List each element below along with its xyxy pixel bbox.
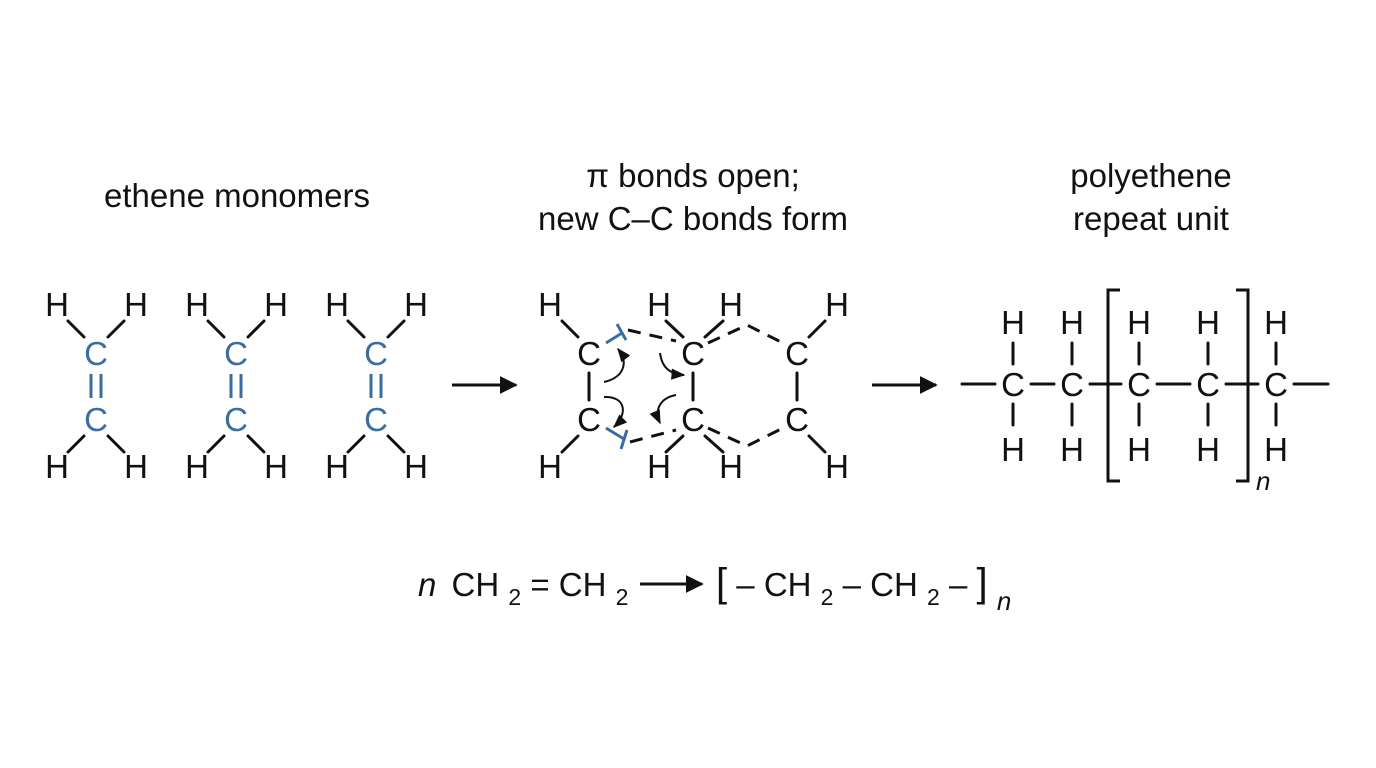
hydrogen-atom: H <box>1127 431 1151 468</box>
heading-monomers: ethene monomers <box>104 177 370 214</box>
heading-mechanism-line2: new C–C bonds form <box>538 200 848 237</box>
hydrogen-atom: H <box>45 286 69 323</box>
carbon-atom: C <box>1196 366 1220 403</box>
hydrogen-atom: H <box>124 448 148 485</box>
equation-monomer-ch: CH <box>559 566 607 603</box>
ethene-monomer-2: H H C C H H <box>185 286 288 485</box>
equation-double-bond: = <box>530 566 549 603</box>
hydrogen-atom: H <box>124 286 148 323</box>
heading-mechanism-line1: π bonds open; <box>586 157 800 194</box>
ethene-monomer-3: H H C C H H <box>325 286 428 485</box>
breaking-pi-bond-bottom <box>605 426 677 450</box>
hydrogen-atom: H <box>1264 304 1288 341</box>
carbon-atom: C <box>364 401 388 438</box>
hydrogen-atom: H <box>325 448 349 485</box>
hydrogen-atom: H <box>1264 431 1288 468</box>
overall-equation: n CH 2 = CH 2 [ – CH 2 – CH 2 – ] n <box>418 561 1011 616</box>
carbon-atom: C <box>1264 366 1288 403</box>
hydrogen-atom: H <box>1060 304 1084 341</box>
repeat-subscript-n: n <box>1256 466 1270 496</box>
equation-coefficient: n <box>418 566 436 603</box>
heading-product-line2: repeat unit <box>1073 200 1229 237</box>
polyethene-structure: C C C C C H H H H H H H H H H <box>960 288 1330 496</box>
hydrogen-atom: H <box>647 286 671 323</box>
equation-subscript: 2 <box>616 584 629 610</box>
hydrogen-atom: H <box>325 286 349 323</box>
equation-bond: – <box>736 566 755 603</box>
hydrogen-atom: H <box>538 448 562 485</box>
carbon-atom: C <box>785 335 809 372</box>
repeat-unit-bracket-right <box>1236 288 1250 483</box>
forming-bond <box>707 426 784 448</box>
carbon-atom: C <box>681 335 705 372</box>
electron-arrow <box>659 352 686 380</box>
hydrogen-atom: H <box>404 286 428 323</box>
carbon-atom: C <box>84 401 108 438</box>
carbon-atom: C <box>577 401 601 438</box>
electron-arrow <box>603 395 628 428</box>
equation-subscript: 2 <box>927 584 940 610</box>
hydrogen-atom: H <box>264 448 288 485</box>
carbon-atom: C <box>785 401 809 438</box>
hydrogen-atom: H <box>1060 431 1084 468</box>
carbon-atom: C <box>577 335 601 372</box>
electron-arrow <box>649 394 677 425</box>
equation-subscript: 2 <box>508 584 521 610</box>
hydrogen-atom: H <box>45 448 69 485</box>
carbon-atom: C <box>84 335 108 372</box>
carbon-atom: C <box>364 335 388 372</box>
carbon-atom: C <box>1001 366 1025 403</box>
carbon-atom: C <box>681 401 705 438</box>
hydrogen-atom: H <box>185 448 209 485</box>
equation-bond: – <box>843 566 862 603</box>
hydrogen-atom: H <box>1196 431 1220 468</box>
heading-product-line1: polyethene <box>1070 157 1231 194</box>
ethene-monomer-1: H H C C H H <box>45 286 148 485</box>
mechanism-structure: H C C H H H C C H H H C C H <box>538 286 849 485</box>
hydrogen-atom: H <box>719 286 743 323</box>
hydrogen-atom: H <box>264 286 288 323</box>
hydrogen-atom: H <box>719 448 743 485</box>
hydrogen-atom: H <box>1001 431 1025 468</box>
equation-bracket-close: ] <box>977 561 988 605</box>
carbon-atom: C <box>224 335 248 372</box>
hydrogen-atom: H <box>825 286 849 323</box>
equation-bond: – <box>949 566 968 603</box>
hydrogen-atom: H <box>1196 304 1220 341</box>
hydrogen-atom: H <box>404 448 428 485</box>
equation-product: [ – CH 2 – CH 2 – ] n <box>716 561 1011 616</box>
breaking-pi-bond-top <box>605 323 677 345</box>
hydrogen-atom: H <box>647 448 671 485</box>
equation-subscript-n: n <box>997 586 1011 616</box>
equation-monomer-ch: CH <box>452 566 500 603</box>
equation-polymer-ch: CH <box>870 566 918 603</box>
repeat-unit-bracket-left <box>1106 288 1120 483</box>
hydrogen-atom: H <box>1001 304 1025 341</box>
equation-reactant: n CH 2 = CH 2 <box>418 566 628 612</box>
hydrogen-atom: H <box>538 286 562 323</box>
equation-bracket-open: [ <box>716 561 727 605</box>
carbon-atom: C <box>1060 366 1084 403</box>
equation-polymer-ch: CH <box>764 566 812 603</box>
carbon-atom: C <box>1127 366 1151 403</box>
carbon-atom: C <box>224 401 248 438</box>
forming-bond <box>707 323 784 345</box>
equation-subscript: 2 <box>821 584 834 610</box>
hydrogen-atom: H <box>185 286 209 323</box>
electron-arrow <box>603 347 631 383</box>
hydrogen-atom: H <box>1127 304 1151 341</box>
hydrogen-atom: H <box>825 448 849 485</box>
